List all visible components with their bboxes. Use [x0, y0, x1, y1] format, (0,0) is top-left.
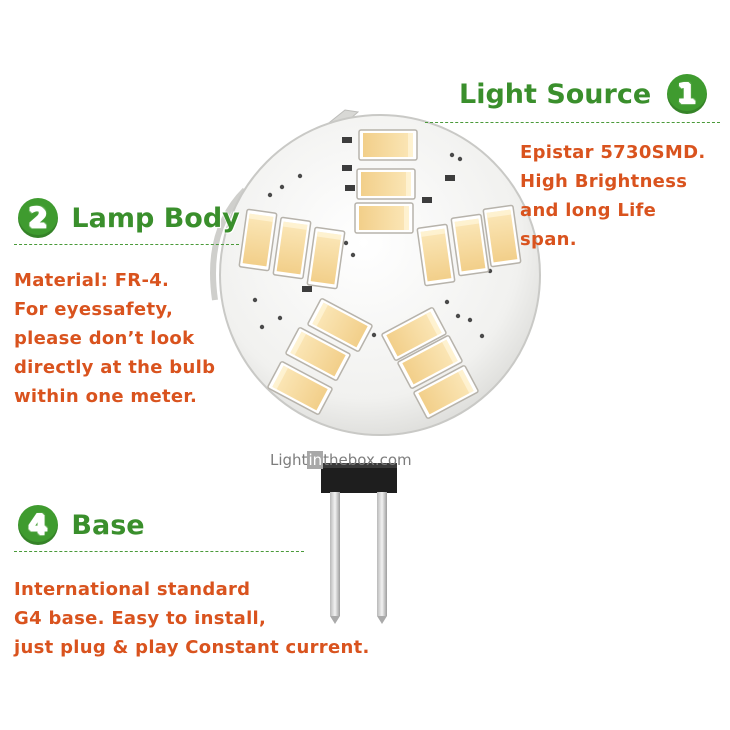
lamp-body-line: within one meter.: [14, 386, 198, 407]
light-source-line: Epistar 5730SMD.: [520, 142, 706, 163]
lamp-body-description: Material: FR-4. For eyessafety, please d…: [14, 266, 215, 411]
light-source-line: High Brightness: [520, 171, 688, 192]
lamp-body-line: please don’t look: [14, 328, 195, 349]
number-2-badge: 2: [18, 198, 58, 238]
lamp-body-line: For eyessafety,: [14, 299, 174, 320]
lamp-body-line: Material: FR-4.: [14, 270, 170, 291]
base-title: Base: [71, 510, 145, 541]
light-source-title: Light Source: [459, 79, 652, 110]
lamp-body-heading: 2 Lamp Body: [18, 198, 240, 238]
number-4-badge: 4: [18, 505, 58, 545]
board-edge-shadow: [210, 187, 248, 301]
light-source-description: Epistar 5730SMD. High Brightness and lon…: [520, 138, 706, 254]
g4-base-connector: [321, 463, 397, 624]
number-1-badge: 1: [666, 74, 707, 114]
base-description: International standard G4 base. Easy to …: [14, 575, 370, 662]
base-line: just plug & play Constant current.: [14, 637, 370, 658]
light-source-line: and long Life: [520, 200, 657, 221]
base-line: International standard: [14, 579, 251, 600]
watermark: Lightinthebox.com: [270, 451, 412, 469]
watermark-part-3: thebox.com: [323, 451, 412, 469]
lamp-body-line: directly at the bulb: [14, 357, 216, 378]
light-source-heading: Light Source 1: [459, 74, 707, 114]
base-leader-line: [14, 551, 304, 552]
light-source-leader-line: [425, 122, 720, 123]
base-line: G4 base. Easy to install,: [14, 608, 267, 629]
watermark-part-2: in: [307, 451, 324, 469]
watermark-part-1: Light: [270, 451, 308, 469]
lamp-body-leader-line: [14, 244, 239, 245]
lamp-body-title: Lamp Body: [71, 203, 240, 234]
base-heading: 4 Base: [18, 505, 145, 545]
light-source-line: span.: [520, 229, 577, 250]
led-group-top: [354, 129, 418, 234]
